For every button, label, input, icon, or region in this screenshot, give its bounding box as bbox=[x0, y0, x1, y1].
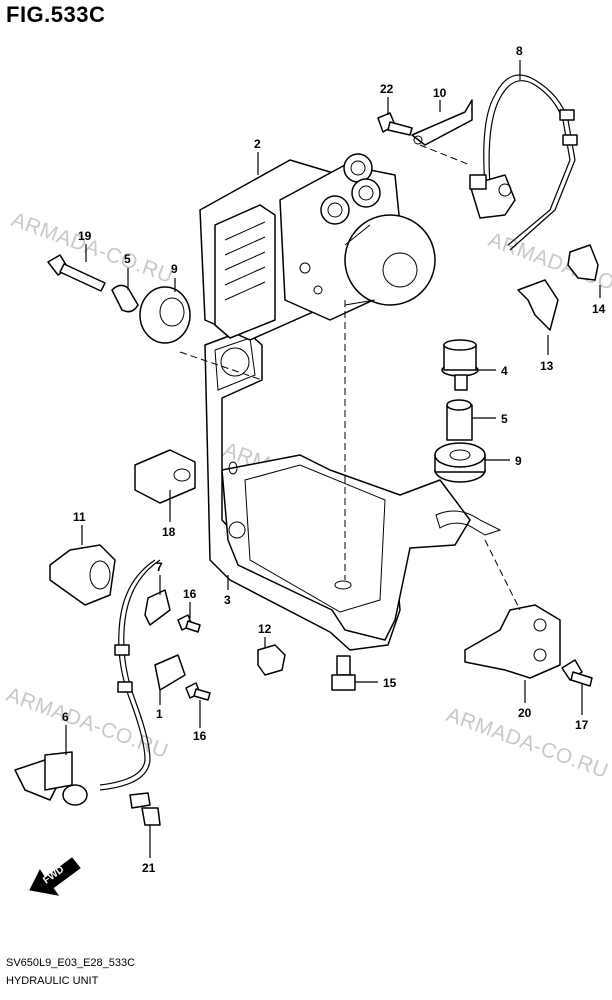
part-label: 12 bbox=[258, 622, 272, 636]
clamp-7 bbox=[144, 589, 171, 626]
bolt-22 bbox=[377, 112, 413, 136]
bolt-16-upper bbox=[177, 614, 201, 633]
part-label: 5 bbox=[501, 412, 508, 426]
part-label: 10 bbox=[433, 86, 447, 100]
part-label: 1 bbox=[156, 707, 163, 721]
part-label: 18 bbox=[162, 525, 176, 539]
part-label: 16 bbox=[193, 729, 207, 743]
part-label: 6 bbox=[62, 710, 69, 724]
part-label: 21 bbox=[142, 861, 156, 875]
figure-code: SV650L9_E03_E28_533C bbox=[6, 957, 136, 969]
clamp-13 bbox=[517, 279, 559, 331]
part-label: 22 bbox=[380, 82, 394, 96]
sensor-cable-front bbox=[14, 559, 161, 806]
grommet-right bbox=[434, 442, 486, 483]
bolt-19 bbox=[47, 254, 106, 292]
fwd-arrow-icon: FWD bbox=[29, 857, 81, 896]
figure-name: HYDRAULIC UNIT bbox=[6, 975, 99, 987]
part-label: 8 bbox=[516, 44, 523, 58]
part-label: 7 bbox=[156, 560, 163, 574]
sensor-cable-rear bbox=[469, 74, 578, 251]
part-label: 9 bbox=[515, 454, 522, 468]
bolt-15 bbox=[331, 655, 356, 691]
part-label: 14 bbox=[592, 302, 606, 316]
part-label: 2 bbox=[254, 137, 261, 151]
collar-upper-left bbox=[111, 284, 139, 313]
clamp-14 bbox=[567, 244, 599, 281]
watermark: ARMADA-CO.RU bbox=[3, 683, 171, 763]
bracket-frame bbox=[134, 329, 502, 651]
part-label: 20 bbox=[518, 706, 532, 720]
part-label: 16 bbox=[183, 587, 197, 601]
bracket-20 bbox=[464, 604, 561, 679]
part-label: 17 bbox=[575, 718, 589, 732]
part-label: 4 bbox=[501, 364, 508, 378]
watermark: ARMADA-CO.RU bbox=[8, 208, 176, 288]
part-label: 5 bbox=[124, 252, 131, 266]
bolt-4 bbox=[441, 339, 479, 391]
grommet-upper-left bbox=[139, 286, 191, 344]
alignment-lines bbox=[179, 144, 521, 611]
bolt-21 bbox=[129, 792, 161, 826]
clamp-11 bbox=[49, 544, 116, 606]
part-label: 13 bbox=[540, 359, 554, 373]
part-label: 19 bbox=[78, 229, 92, 243]
part-label: 9 bbox=[171, 262, 178, 276]
bracket-small bbox=[411, 99, 473, 146]
leader-lines bbox=[65, 60, 601, 858]
part-label: 11 bbox=[73, 510, 86, 524]
clamp-12 bbox=[257, 644, 286, 676]
collar-right bbox=[446, 399, 473, 441]
figure-title: FIG.533C bbox=[6, 2, 106, 27]
clamp-1 bbox=[154, 654, 186, 691]
part-labels: 8 10 22 2 19 5 9 4 5 9 13 14 18 3 11 7 1… bbox=[62, 44, 606, 875]
bolt-17 bbox=[561, 659, 593, 687]
hydraulic-unit bbox=[199, 153, 436, 341]
part-label: 3 bbox=[224, 593, 231, 607]
bolt-16-lower bbox=[185, 682, 211, 701]
part-label: 15 bbox=[383, 676, 397, 690]
